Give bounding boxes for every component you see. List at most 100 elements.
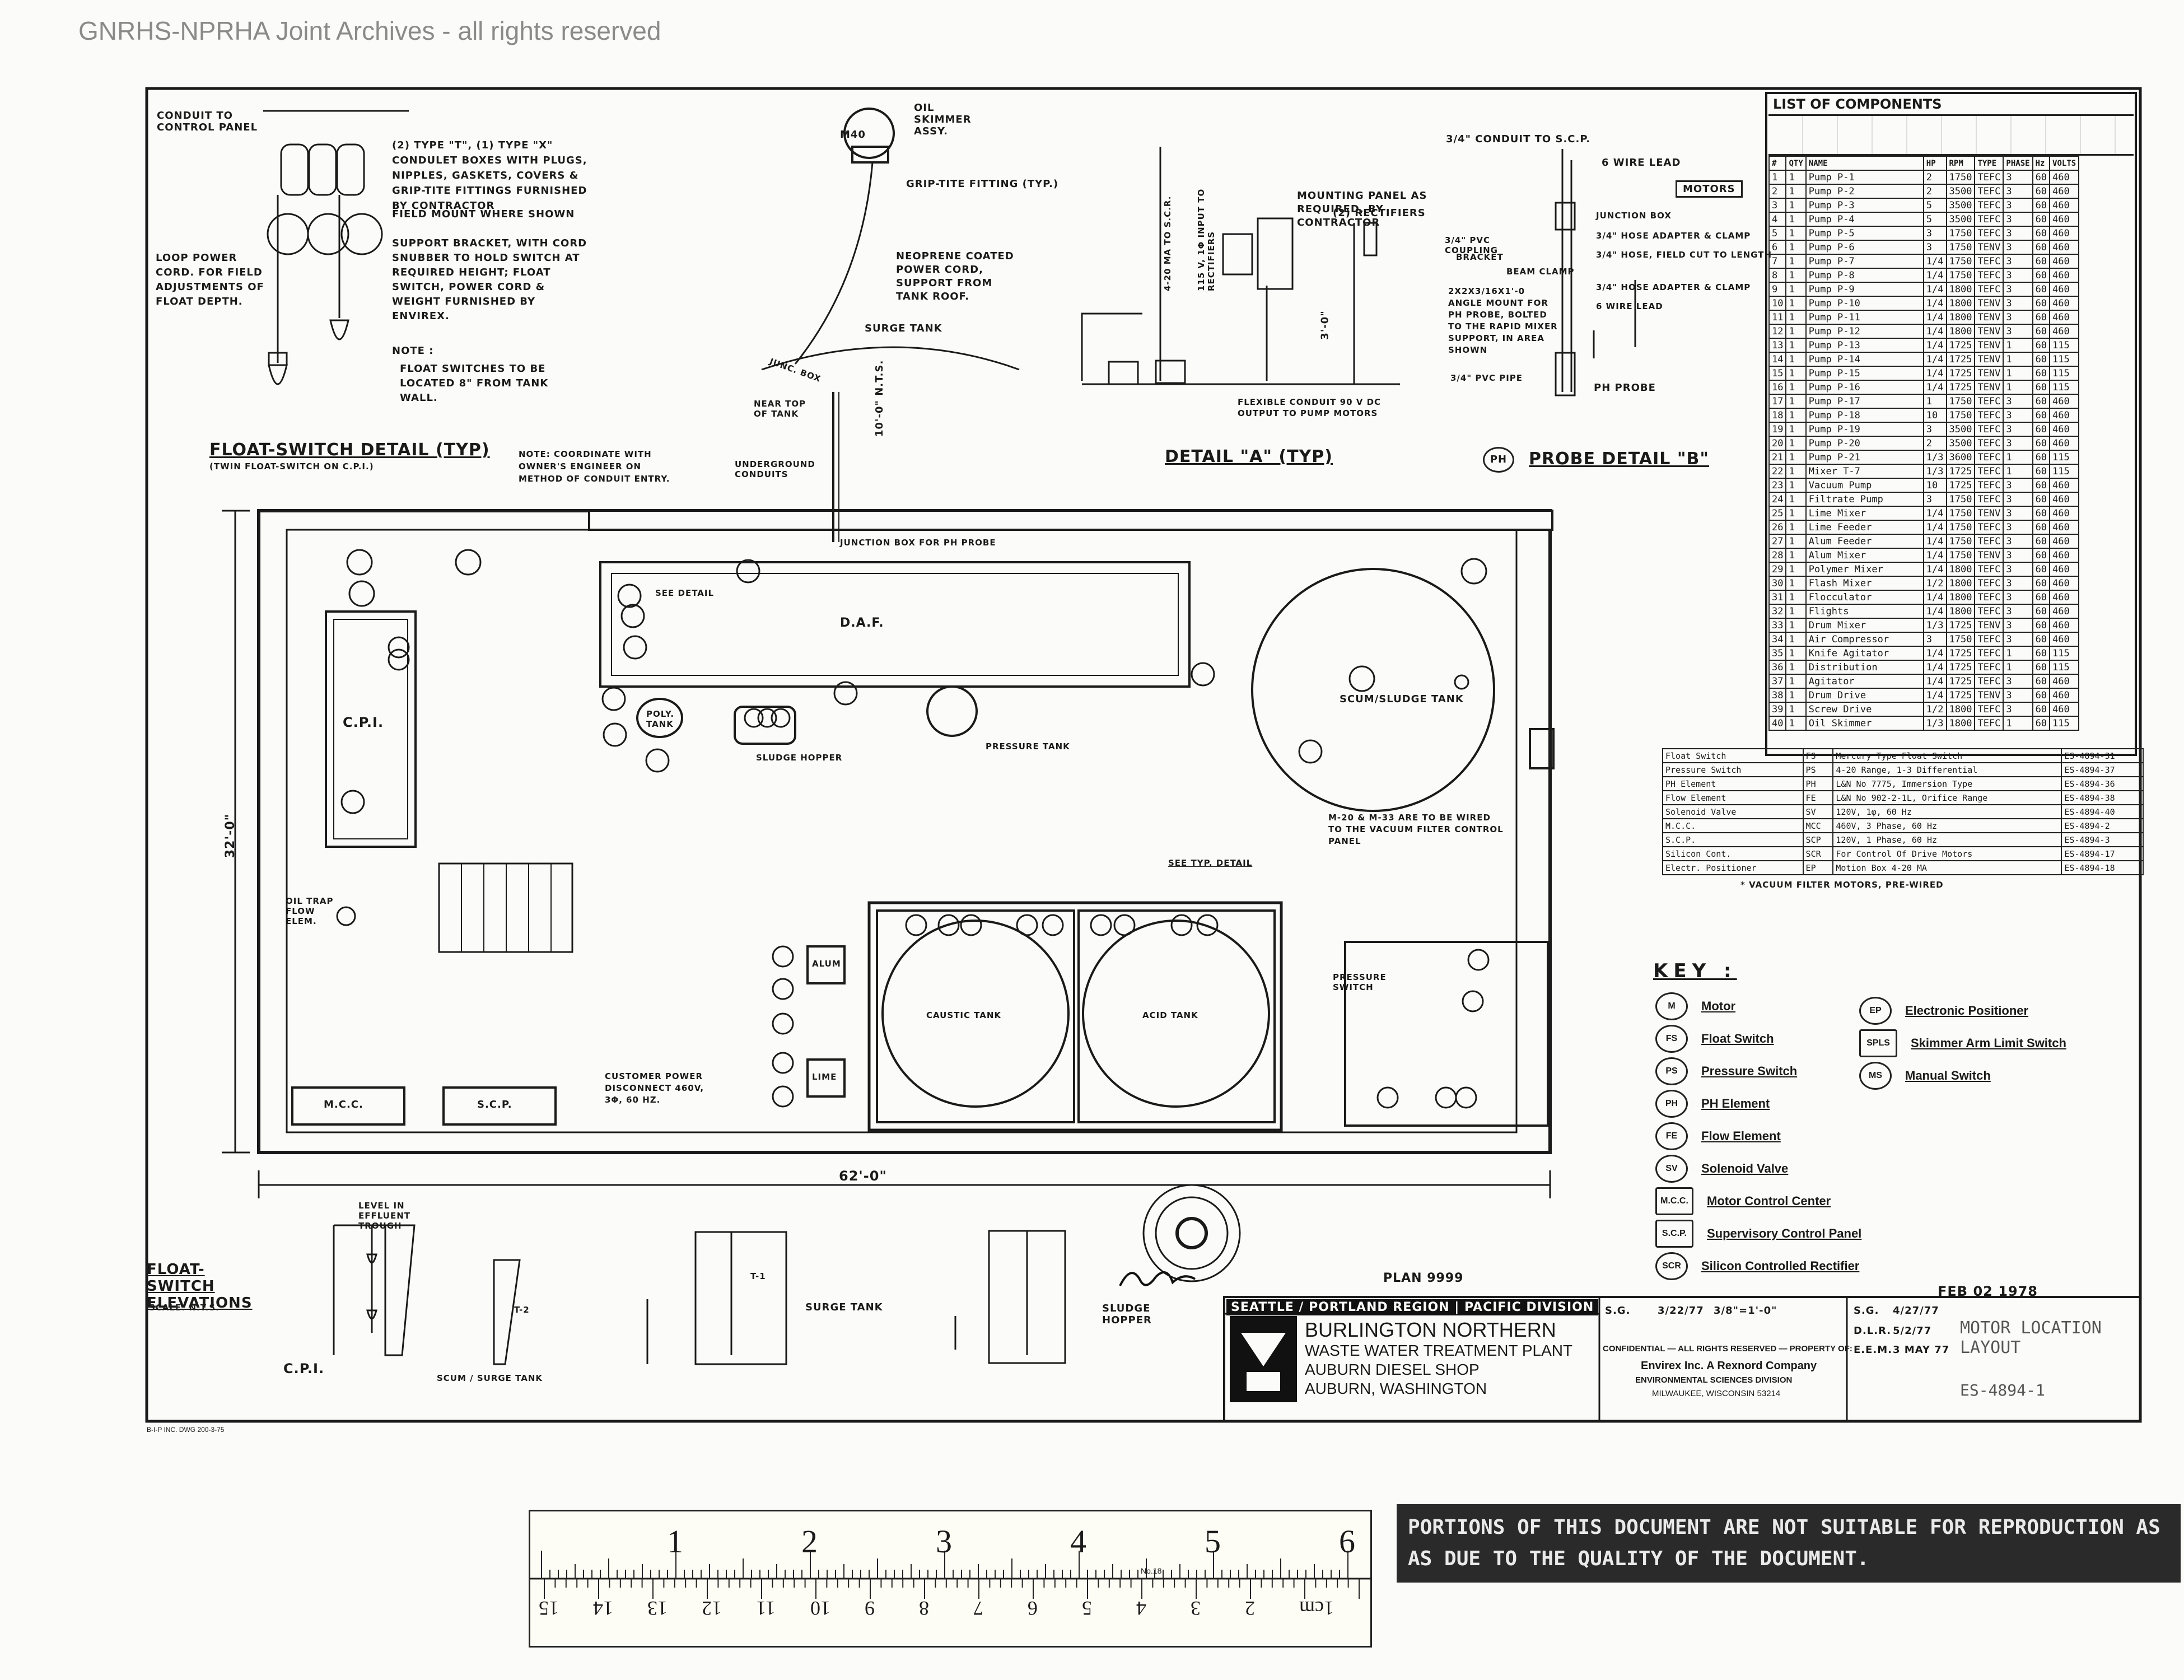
key-symbol: M.C.C. [1655,1187,1693,1215]
component-cell: 460 [2049,548,2080,563]
key-symbol: SPLS [1859,1029,1897,1057]
component-cell: 3 [2003,394,2033,409]
component-cell: 460 [2049,688,2080,703]
component-cell: 1750 [1945,240,1976,255]
component-cell: 1 [1785,478,1807,493]
key-label: Electronic Positioner [1905,1004,2029,1018]
component-cell: 60 [2032,198,2051,213]
component-cell: 1 [1785,506,1807,521]
device-cell: L&N No 7775, Immersion Type [1832,776,2062,791]
device-cell: MCC [1802,818,1834,833]
component-cell: 60 [2032,296,2051,311]
component-cell: 30 [1768,576,1787,591]
drawing-title: MOTOR LOCATION LAYOUT [1960,1318,2102,1357]
component-cell: 1 [2003,716,2033,731]
detail-a-title: Detail "A" (Typ) [1165,447,1333,466]
component-cell: 3500 [1945,184,1976,199]
component-cell: 460 [2049,170,2080,185]
component-cell: TEFC [1974,282,2004,297]
envirex-name: Envirex Inc. A Rexnord Company [1641,1360,1817,1372]
motors-box: Motors [1676,180,1743,198]
component-cell: 1 [1785,380,1807,395]
component-cell: 1/3 [1922,716,1947,731]
junction-ph-label: Junction Box For PH Probe [840,538,996,548]
component-cell: 460 [2049,408,2080,423]
component-cell: 1750 [1945,632,1976,647]
component-cell: 115 [2049,660,2080,675]
width-dimension: 62'-0" [839,1168,887,1184]
component-cell: Pump P-4 [1805,212,1924,227]
component-cell: 1750 [1945,506,1976,521]
ph-probe-label: PH Probe [1594,382,1656,394]
ruler-cm-number: 12 [702,1597,722,1620]
device-cell: Flow Element [1662,790,1804,805]
component-cell: 9 [1768,282,1787,297]
component-cell: 460 [2049,562,2080,577]
component-cell: 1 [1785,590,1807,605]
input-label: 115 V, 1φ Input To Rectifiers [1196,188,1216,291]
component-cell: 460 [2049,604,2080,619]
device-cell: ES-4894-38 [2061,790,2144,805]
component-cell: 1 [2003,338,2033,353]
component-cell: Oil Skimmer [1805,716,1924,731]
component-cell: 60 [2032,646,2051,661]
component-cell: Pump P-15 [1805,366,1924,381]
component-cell: 1 [1785,646,1807,661]
coordinate-note: Note: Coordinate With Owner's Engineer O… [519,449,670,484]
confidential-note: CONFIDENTIAL — ALL RIGHTS RESERVED — PRO… [1603,1344,1852,1354]
hose-field-label: 3/4" Hose, Field Cut To Length [1596,250,1772,260]
components-header-cell: NAME [1805,156,1924,171]
component-cell: 60 [2032,562,2051,577]
component-cell: 32 [1768,604,1787,619]
motor-symbols [336,549,1490,1109]
component-cell: TENV [1974,324,2004,339]
component-cell: 3 [2003,548,2033,563]
component-cell: 60 [2032,226,2051,241]
component-cell: 1 [2003,646,2033,661]
component-cell: 1/4 [1922,660,1947,675]
component-cell: 3 [2003,212,2033,227]
component-cell: TENV [1974,618,2004,633]
component-cell: 3 [2003,240,2033,255]
ruler-cm-number: 4 [1136,1597,1146,1620]
field-mount-label: Field Mount Where Shown [392,208,575,220]
device-cell: ES-4894-31 [2061,748,2144,763]
component-cell: 16 [1768,380,1787,395]
component-cell: TEFC [1974,212,2004,227]
key-symbol: MS [1859,1062,1892,1090]
vacuum-footnote: * Vacuum Filter Motors, Pre-Wired [1740,880,1944,890]
key-label: Float Switch [1701,1032,1774,1046]
components-header-cell: RPM [1945,156,1976,171]
elevation-hopper-label: Sludge Hopper [1102,1303,1152,1326]
ruler-ticks [530,1551,1370,1599]
component-cell: 3 [2003,198,2033,213]
component-cell: 1800 [1945,282,1976,297]
component-cell: Distribution [1805,660,1924,675]
component-cell: 1 [1922,394,1947,409]
key-title: Key : [1653,960,1737,982]
component-cell: 460 [2049,422,2080,437]
component-cell: 1750 [1945,492,1976,507]
device-cell: Solenoid Valve [1662,804,1804,819]
component-cell: 3 [2003,674,2033,689]
component-cell: 460 [2049,240,2080,255]
device-cell: L&N No 902-2-1L, Orifice Range [1832,790,2062,805]
component-cell: 1 [1768,170,1787,185]
key-label: Motor [1701,999,1736,1013]
component-cell: 1750 [1945,520,1976,535]
near-top-label: Near Top Of Tank [754,399,806,419]
daf-label: D.A.F. [840,616,884,630]
component-cell: 1/4 [1922,646,1947,661]
component-cell: 3 [2003,478,2033,493]
ruler-cm-number: 8 [919,1597,929,1620]
component-cell: 2 [1922,170,1947,185]
